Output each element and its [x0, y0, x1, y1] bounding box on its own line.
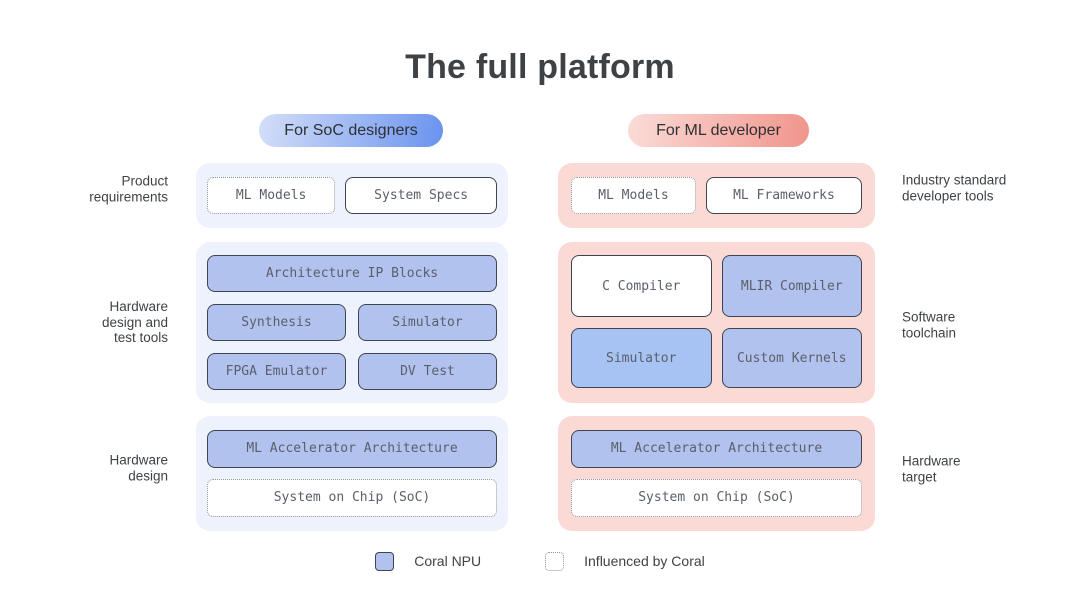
- box-ml-models: ML Models: [207, 177, 336, 214]
- side-label-hardware-design-test-tools: Hardware design and test tools: [101, 298, 168, 345]
- legend: Coral NPU Influenced by Coral: [0, 549, 1080, 573]
- box-c-compiler: C Compiler: [571, 255, 712, 317]
- legend-influenced-label: Influenced by Coral: [584, 553, 705, 569]
- box-fpga-emulator: FPGA Emulator: [207, 353, 346, 390]
- ml-developer-tools-panel: ML Models ML Frameworks: [558, 163, 875, 228]
- box-architecture-ip-blocks: Architecture IP Blocks: [207, 255, 497, 292]
- coral-npu-swatch-icon: [375, 551, 395, 571]
- ml-software-toolchain-panel: C Compiler MLIR Compiler Simulator Custo…: [558, 242, 875, 403]
- soc-hardware-design-panel: ML Accelerator Architecture System on Ch…: [196, 416, 508, 531]
- side-label-hardware-design: Hardware design: [109, 452, 168, 484]
- side-label-hardware-target: Hardware target: [902, 453, 961, 485]
- box-simulator-ml: Simulator: [571, 328, 712, 388]
- box-system-specs: System Specs: [345, 177, 497, 214]
- box-custom-kernels: Custom Kernels: [721, 328, 862, 388]
- box-ml-frameworks: ML Frameworks: [705, 177, 863, 214]
- soc-tools-grid-row2: FPGA Emulator DV Test: [207, 353, 497, 390]
- box-dv-test: DV Test: [358, 353, 497, 390]
- page-title: The full platform: [405, 48, 675, 86]
- ml-developer-pill: For ML developer: [628, 114, 809, 147]
- box-mlir-compiler: MLIR Compiler: [721, 255, 862, 317]
- box-ml-accelerator-architecture-ml: ML Accelerator Architecture: [571, 430, 862, 468]
- side-label-product-requirements: Product requirements: [89, 173, 168, 205]
- side-label-software-toolchain: Software toolchain: [902, 309, 957, 341]
- legend-coral-npu-label: Coral NPU: [414, 553, 482, 569]
- box-ml-accelerator-architecture-soc: ML Accelerator Architecture: [207, 430, 497, 468]
- box-system-on-chip-ml: System on Chip (SoC): [571, 478, 862, 517]
- box-ml-models-ml: ML Models: [571, 177, 696, 214]
- influenced-by-coral-swatch-icon: [545, 551, 565, 571]
- box-synthesis: Synthesis: [207, 304, 346, 341]
- legend-item-influenced: Influenced by Coral: [545, 551, 705, 571]
- side-label-industry-standard-tools: Industry standard developer tools: [902, 172, 1007, 204]
- soc-hardware-tools-panel: Architecture IP Blocks Synthesis Simulat…: [196, 242, 508, 403]
- soc-designers-pill: For SoC designers: [259, 114, 443, 147]
- box-system-on-chip-soc: System on Chip (SoC): [207, 478, 497, 517]
- box-simulator-soc: Simulator: [358, 304, 497, 341]
- ml-hardware-target-panel: ML Accelerator Architecture System on Ch…: [558, 416, 875, 531]
- soc-product-requirements-panel: ML Models System Specs: [196, 163, 508, 228]
- soc-tools-grid-row1: Synthesis Simulator: [207, 304, 497, 341]
- legend-item-coral-npu: Coral NPU: [375, 551, 482, 571]
